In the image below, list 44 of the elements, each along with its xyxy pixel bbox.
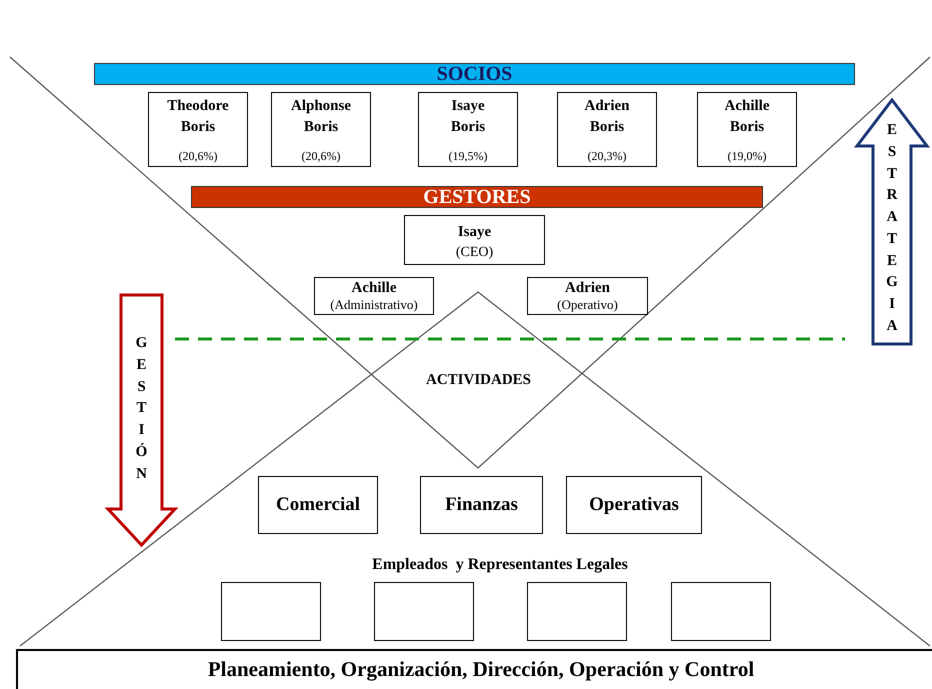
activity-name: Operativas	[589, 494, 679, 516]
partner-box	[271, 92, 371, 167]
empty-box	[221, 582, 321, 641]
section-band	[94, 63, 855, 85]
empty-box	[374, 582, 474, 641]
section-band	[191, 186, 763, 208]
manager-role: (CEO)	[456, 245, 494, 261]
activity-name: Comercial	[276, 494, 360, 516]
share-percentage: (19,5%)	[448, 149, 488, 164]
vertical-label: GESTIÓN	[134, 334, 148, 484]
share-percentage: (20,3%)	[588, 149, 626, 164]
activity-box	[566, 476, 702, 534]
activity-name: Finanzas	[445, 494, 518, 516]
partner-name: Achille Boris	[724, 97, 770, 137]
manager-name: Isaye	[458, 223, 492, 242]
partner-name: Isaye Boris	[450, 97, 486, 137]
band-title: SOCIOS	[436, 64, 512, 84]
partner-box	[418, 92, 518, 167]
group-label: Empleados y Representantes Legales	[371, 556, 629, 574]
share-percentage: (20,6%)	[178, 149, 218, 164]
functions-text: Planeamiento, Organización, Dirección, Operación y Control	[208, 657, 754, 682]
partner-name: Alphonse Boris	[290, 97, 352, 137]
manager-box	[404, 215, 545, 265]
empty-box	[527, 582, 627, 641]
band-title: GESTORES	[423, 187, 531, 207]
partner-box	[557, 92, 657, 167]
activity-box	[420, 476, 543, 534]
empty-box	[671, 582, 771, 641]
partner-name: Adrien Boris	[584, 97, 630, 137]
activity-heading: ACTIVIDADES	[426, 372, 532, 388]
activity-box	[258, 476, 378, 534]
share-percentage: (19,0%)	[728, 149, 766, 164]
functions-bar	[16, 649, 932, 689]
partner-box	[697, 92, 797, 167]
manager-box	[527, 277, 648, 315]
manager-name: Achille	[352, 279, 396, 297]
manager-role: (Operativo)	[557, 297, 618, 313]
partner-box	[148, 92, 248, 167]
partner-name: Theodore Boris	[166, 97, 230, 137]
vertical-label: ESTRATEGIA	[885, 121, 899, 336]
manager-name: Adrien	[565, 279, 610, 297]
share-percentage: (20,6%)	[302, 149, 340, 164]
manager-role: (Administrativo)	[330, 297, 418, 313]
manager-box	[314, 277, 434, 315]
